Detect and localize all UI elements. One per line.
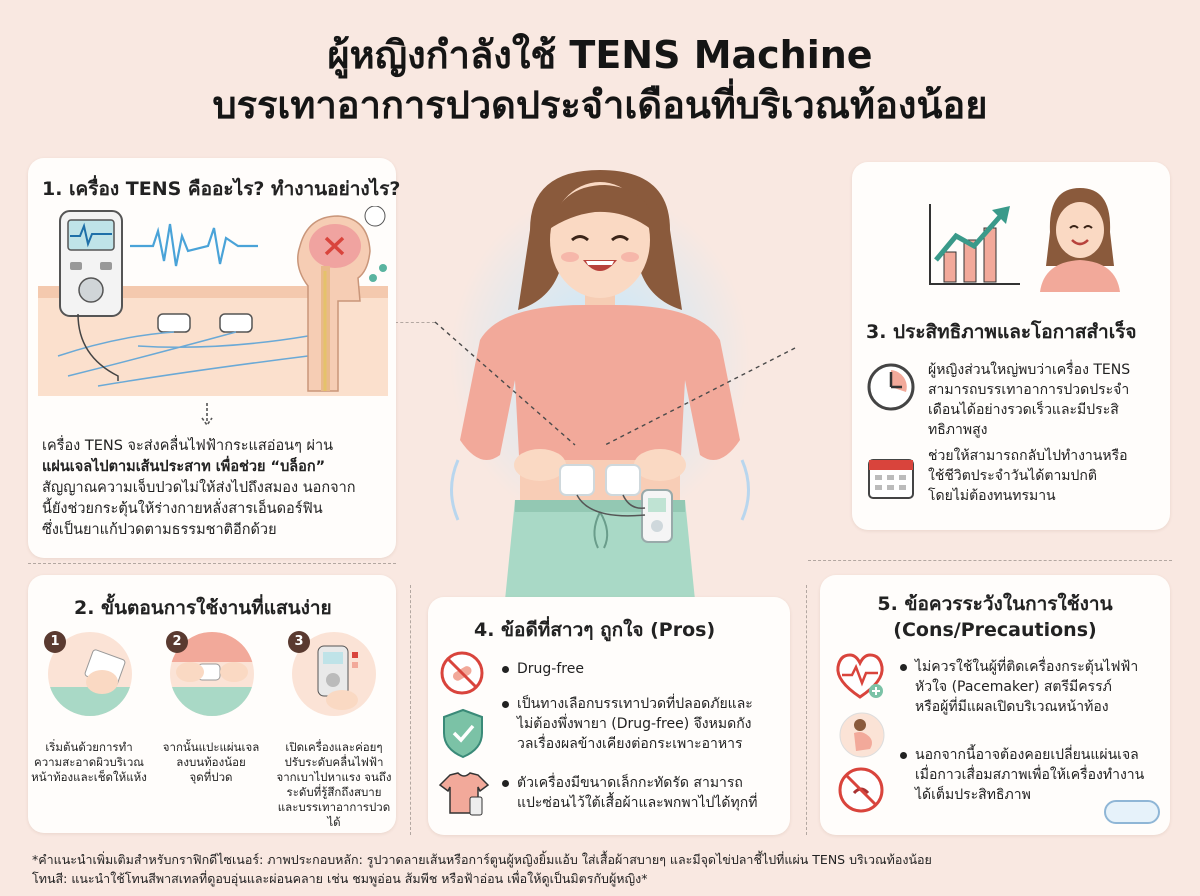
footnote-line-2: โทนสี: แนะนำใช้โทนสีพาสเทลที่ดูอบอุ่นและ… (32, 871, 648, 886)
section-3-heading: 3. ประสิทธิภาพและโอกาสสำเร็จ (866, 321, 1137, 343)
pregnant-woman-icon (839, 712, 885, 758)
title-line-1: ผู้หญิงกำลังใช้ TENS Machine (327, 33, 873, 77)
separator-right (808, 560, 1172, 561)
smiling-woman-avatar (1040, 188, 1120, 292)
gel-pad-icon (1104, 800, 1160, 824)
connector-line-left (395, 322, 435, 323)
step-1-text: เริ่มต้นด้วยการทำ ความสะอาดผิวบริเวณ หน้… (31, 740, 147, 784)
growth-chart-icon (929, 204, 1020, 285)
section-5-item-2: นอกจากนี้อาจต้องคอยเปลี่ยนแผ่นเจล เมื่อก… (900, 745, 1170, 805)
section-3-item-1: ผู้หญิงส่วนใหญ่พบว่าเครื่อง TENS สามารถบ… (928, 362, 1131, 438)
section-2-card: 2. ขั้นตอนการใช้งานที่แสนง่าย 1 เริ่มต้น… (28, 575, 396, 833)
no-pills-icon (440, 651, 484, 695)
footnote-line-1: *คำแนะนำเพิ่มเติมสำหรับกราฟิกดีไซเนอร์: … (32, 852, 932, 867)
step-1-number: 1 (44, 631, 66, 653)
section-4-item-1: Drug-free (502, 659, 782, 679)
step-2-number: 2 (166, 631, 188, 653)
section-5-item-1: ไม่ควรใช้ในผู้ที่ติดเครื่องกระตุ้นไฟฟ้า … (900, 657, 1170, 717)
step-3-text: เปิดเครื่องและค่อยๆ ปรับระดับคลื่นไฟฟ้า … (276, 740, 392, 829)
separator-left (28, 563, 396, 564)
section-1-heading: 1. เครื่อง TENS คืออะไร? ทำงานอย่างไร? (42, 178, 401, 200)
separator-vertical-right (806, 585, 807, 835)
step-3-number: 3 (288, 631, 310, 653)
section-5-card: 5. ข้อควรระวังในการใช้งาน (Cons/Precauti… (820, 575, 1170, 835)
title-line-2: บรรเทาอาการปวดประจำเดือนที่บริเวณท้องน้อ… (212, 83, 988, 127)
section-3-item-2: ช่วยให้สามารถกลับไปทำงานหรือ ใช้ชีวิตประ… (928, 448, 1128, 504)
clock-icon (867, 363, 915, 411)
section-4-card: 4. ข้อดีที่สาวๆ ถูกใจ (Pros) Drug-free เ… (428, 597, 790, 835)
section-1-description: เครื่อง TENS จะส่งคลื่นไฟฟ้ากระแสอ่อนๆ ผ… (42, 438, 356, 538)
page-title: ผู้หญิงกำลังใช้ TENS Machine บรรเทาอาการ… (0, 30, 1200, 130)
section-1-card: 1. เครื่อง TENS คืออะไร? ทำงานอย่างไร? เ… (28, 158, 400, 558)
arrow-down-icon (201, 403, 213, 427)
heart-pulse-icon (836, 653, 884, 699)
section-4-item-3: ตัวเครื่องมีขนาดเล็กกะทัดรัด สามารถ แปะซ… (502, 773, 790, 813)
woman-using-tens-illustration (450, 170, 750, 600)
no-open-wound-icon (838, 767, 884, 813)
section-4-heading: 4. ข้อดีที่สาวๆ ถูกใจ (Pros) (474, 619, 716, 641)
section-4-item-2: เป็นทางเลือกบรรเทาปวดที่ปลอดภัยและ ไม่ต้… (502, 694, 790, 754)
section-3-card: 3. ประสิทธิภาพและโอกาสสำเร็จ ผู้หญิงส่วน… (852, 162, 1170, 530)
shield-check-icon (443, 708, 483, 759)
step-2-text: จากนั้นแปะแผ่นเจล ลงบนท้องน้อย จุดที่ปวด (162, 740, 260, 784)
connector-line-to-pads (434, 321, 796, 446)
calendar-icon (868, 459, 914, 499)
tens-anatomy-illustration (38, 206, 388, 396)
section-5-heading: 5. ข้อควรระวังในการใช้งาน (Cons/Precauti… (877, 593, 1113, 641)
tshirt-device-icon (438, 772, 490, 816)
separator-vertical-left (410, 585, 411, 835)
section-2-heading: 2. ขั้นตอนการใช้งานที่แสนง่าย (74, 597, 332, 619)
